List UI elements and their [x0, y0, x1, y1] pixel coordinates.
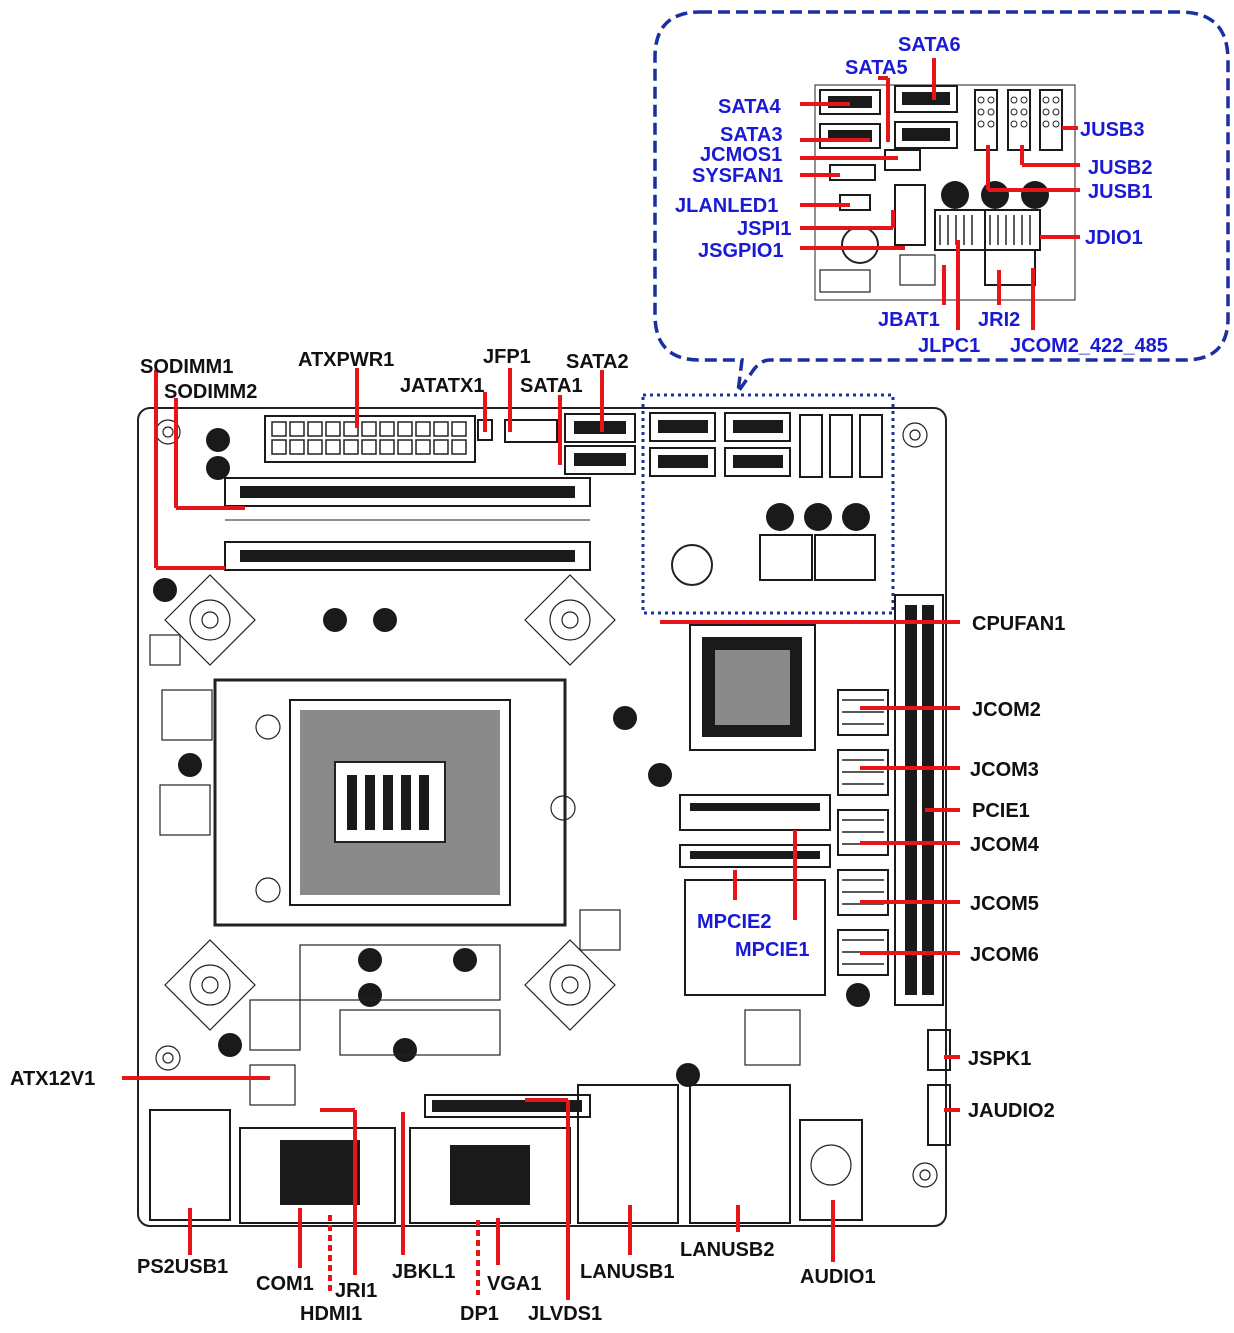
- label-ps2usb1: PS2USB1: [137, 1256, 228, 1278]
- label-sysfan1: SYSFAN1: [692, 165, 783, 187]
- label-jcom3: JCOM3: [970, 759, 1039, 781]
- label-jusb2: JUSB2: [1088, 157, 1152, 179]
- label-com1: COM1: [256, 1273, 314, 1295]
- com-headers: [837, 689, 889, 976]
- label-sodimm1: SODIMM1: [140, 356, 233, 378]
- label-jusb1: JUSB1: [1088, 181, 1152, 203]
- label-lanusb2: LANUSB2: [680, 1239, 774, 1261]
- cpu-socket: [213, 678, 576, 927]
- label-hdmi1: HDMI1: [300, 1303, 362, 1325]
- label-mpcie2: MPCIE2: [697, 911, 771, 933]
- atx-power-connector: [264, 415, 476, 463]
- label-sodimm2: SODIMM2: [164, 381, 257, 403]
- label-atx12v1: ATX12V1: [10, 1068, 95, 1090]
- label-jbat1: JBAT1: [878, 309, 940, 331]
- label-cpufan1: CPUFAN1: [972, 613, 1065, 635]
- label-dp1: DP1: [460, 1303, 499, 1325]
- motherboard-outline: [137, 407, 947, 1227]
- label-jusb3: JUSB3: [1080, 119, 1144, 141]
- label-sata4: SATA4: [718, 96, 781, 118]
- label-jcom6: JCOM6: [970, 944, 1039, 966]
- mini-pcie-slots: [679, 794, 831, 996]
- label-atxpwr1: ATXPWR1: [298, 349, 394, 371]
- label-jri1: JRI1: [335, 1280, 377, 1302]
- label-sata5: SATA5: [845, 57, 908, 79]
- label-jsgpio1: JSGPIO1: [698, 240, 784, 262]
- label-lanusb1: LANUSB1: [580, 1261, 674, 1283]
- label-jlpc1: JLPC1: [918, 335, 980, 357]
- label-jcmos1: JCMOS1: [700, 144, 782, 166]
- pcie-slot: [894, 594, 944, 1006]
- inset-area-marker: [641, 393, 895, 615]
- front-panel-header: [477, 419, 558, 443]
- label-pcie1: PCIE1: [972, 800, 1030, 822]
- sodimm-slots: [224, 477, 591, 571]
- label-jdio1: JDIO1: [1085, 227, 1143, 249]
- label-jspi1: JSPI1: [737, 218, 791, 240]
- misc-components: [149, 428, 951, 1146]
- label-jspk1: JSPK1: [968, 1048, 1031, 1070]
- label-jcom4: JCOM4: [970, 834, 1040, 856]
- label-mpcie1: MPCIE1: [735, 939, 809, 961]
- label-sata2: SATA2: [566, 351, 629, 373]
- label-sata6: SATA6: [898, 34, 961, 56]
- label-jcom2: JCOM2: [972, 699, 1041, 721]
- inset-leader-lines: [800, 58, 1080, 330]
- label-sata1: SATA1: [520, 375, 583, 397]
- rear-io: [149, 1084, 863, 1224]
- label-vga1: VGA1: [487, 1273, 541, 1295]
- label-audio1: AUDIO1: [800, 1266, 876, 1288]
- inset-callout: [653, 10, 1230, 394]
- label-jcom2-422-485: JCOM2_422_485: [1010, 335, 1168, 357]
- label-jfp1: JFP1: [483, 346, 531, 368]
- label-jlvds1: JLVDS1: [528, 1303, 602, 1325]
- label-jbkl1: JBKL1: [392, 1261, 455, 1283]
- component-labels: SATA6 SATA5 SATA4 SATA3 JCMOS1 SYSFAN1 J…: [10, 34, 1168, 1325]
- label-jri2: JRI2: [978, 309, 1020, 331]
- label-jatatx1: JATATX1: [400, 375, 484, 397]
- chipset: [689, 624, 816, 751]
- label-jlanled1: JLANLED1: [675, 195, 778, 217]
- leader-lines: [122, 368, 960, 1300]
- heatsink-mounts: [164, 574, 616, 1031]
- label-jcom5: JCOM5: [970, 893, 1039, 915]
- label-jaudio2: JAUDIO2: [968, 1100, 1055, 1122]
- label-sata3: SATA3: [720, 124, 783, 146]
